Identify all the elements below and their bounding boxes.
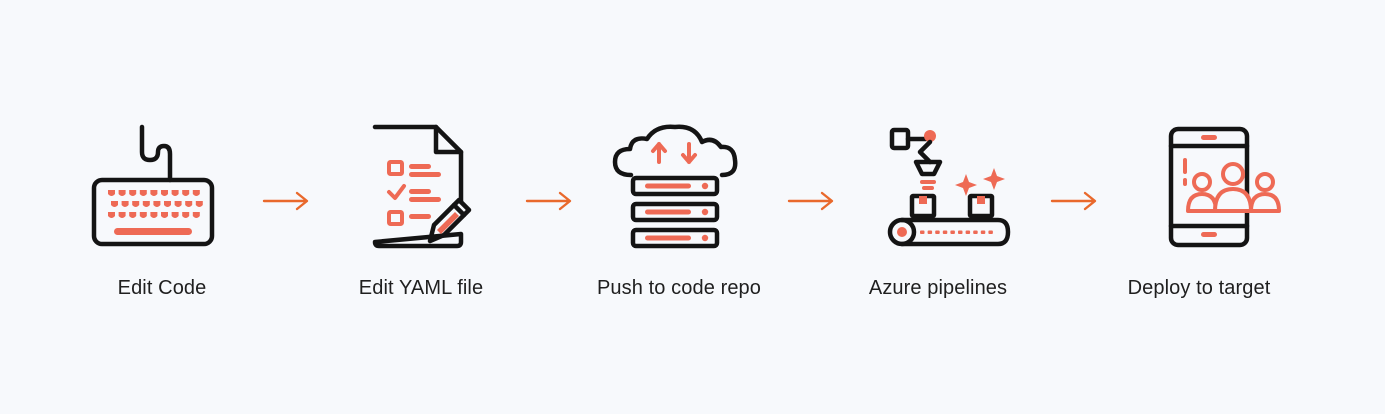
step-label: Edit Code <box>117 277 207 299</box>
step-edit-yaml: Edit YAML file <box>311 0 531 414</box>
step-label: Azure pipelines <box>868 277 1008 299</box>
flow-arrow <box>787 190 837 212</box>
document-edit-icon <box>372 124 472 249</box>
step-azure-pipelines: Azure pipelines <box>828 0 1048 414</box>
step-label: Edit YAML file <box>358 277 484 299</box>
cloud-server-icon <box>612 124 738 249</box>
step-deploy-target: Deploy to target <box>1089 0 1309 414</box>
assembly-line-icon <box>887 127 1011 247</box>
keyboard-icon <box>91 124 215 247</box>
step-edit-code: Edit Code <box>52 0 272 414</box>
flow-arrow <box>525 190 575 212</box>
mobile-users-icon <box>1168 126 1281 248</box>
flow-arrow <box>1050 190 1100 212</box>
step-push-repo: Push to code repo <box>569 0 789 414</box>
step-label: Push to code repo <box>596 277 762 299</box>
flow-arrow <box>262 190 312 212</box>
step-label: Deploy to target <box>1127 277 1271 299</box>
